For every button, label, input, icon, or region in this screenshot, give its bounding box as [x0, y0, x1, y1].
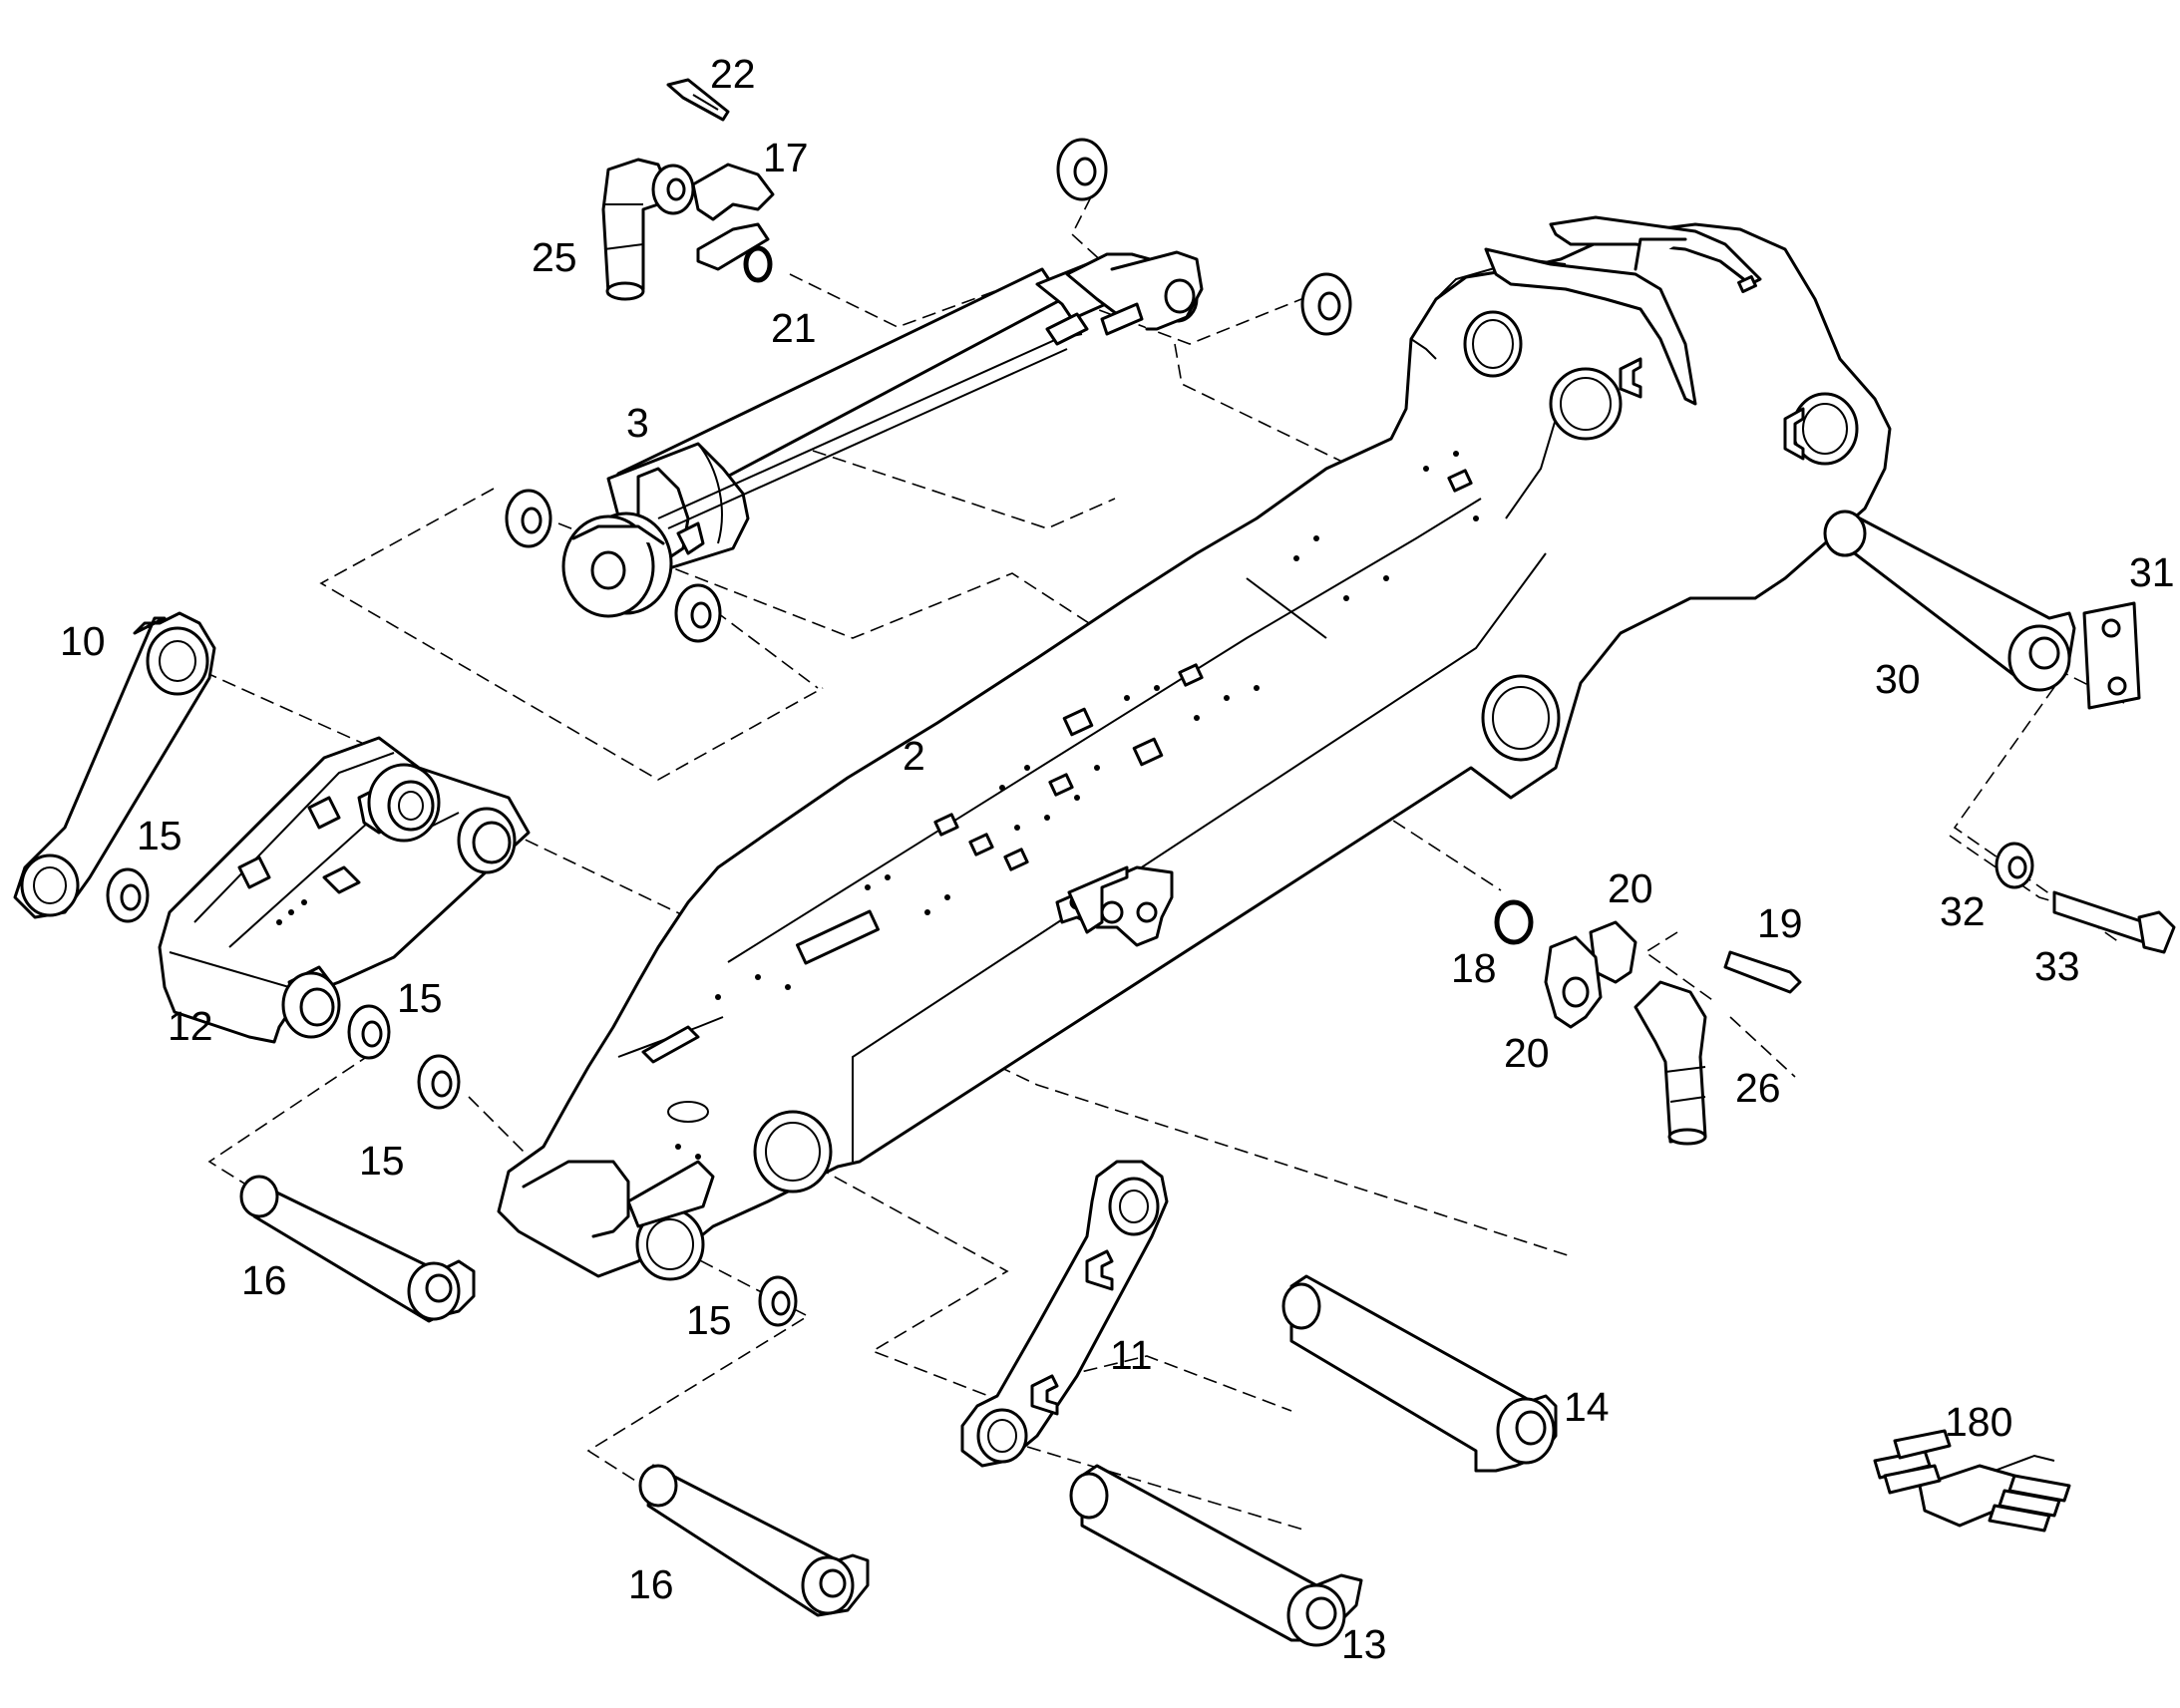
part-13-pin [1069, 1464, 1363, 1647]
callout-16-b: 16 [628, 1561, 674, 1607]
callout-15-d: 15 [686, 1297, 732, 1343]
callout-25: 25 [532, 234, 577, 280]
callout-16-a: 16 [241, 1257, 287, 1303]
callout-17: 17 [763, 135, 809, 180]
part-30-pin [1823, 510, 2076, 692]
part-180-connector [1873, 1429, 2071, 1533]
washers [106, 138, 2034, 1327]
part-14-pin [1281, 1274, 1558, 1473]
part-10-link [13, 611, 216, 919]
callout-20-b: 20 [1504, 1030, 1550, 1076]
callout-33: 33 [2034, 943, 2080, 989]
callout-32: 32 [1940, 888, 1986, 934]
callout-11: 11 [1110, 1332, 1153, 1378]
callout-2: 2 [903, 733, 925, 779]
callout-14: 14 [1564, 1384, 1610, 1430]
callout-19: 19 [1757, 900, 1803, 946]
callout-21: 21 [771, 305, 817, 351]
part-2-arm [497, 215, 1892, 1281]
callout-20-a: 20 [1608, 865, 1653, 911]
part-33-bolt [2052, 890, 2176, 954]
callout-15-c: 15 [359, 1138, 405, 1184]
callout-12: 12 [168, 1003, 213, 1049]
callout-3: 3 [626, 400, 649, 446]
hose-fitting-upper [601, 78, 775, 301]
part-11-link [960, 1160, 1169, 1468]
part-31-plate [2082, 601, 2141, 710]
callout-26: 26 [1735, 1065, 1781, 1111]
hose-fitting-lower [1544, 920, 1802, 1146]
part-16-pin-upper [239, 1175, 476, 1323]
callout-labels: 22 17 25 21 3 10 2 15 12 15 15 16 15 11 … [60, 51, 2175, 1667]
o-rings [743, 245, 1534, 945]
part-3-cylinder [561, 250, 1204, 618]
callout-18: 18 [1451, 945, 1497, 991]
callout-15-b: 15 [397, 975, 443, 1021]
callout-31: 31 [2129, 549, 2175, 595]
callout-10: 10 [60, 618, 106, 664]
callout-15-a: 15 [137, 813, 182, 858]
callout-22: 22 [710, 51, 756, 97]
part-plate-bracket [1067, 865, 1129, 934]
part-12-bracket [158, 736, 531, 1044]
callout-180: 180 [1945, 1399, 2012, 1445]
part-16-pin-lower [638, 1464, 870, 1617]
callout-30: 30 [1875, 656, 1921, 702]
callout-13: 13 [1341, 1621, 1387, 1667]
